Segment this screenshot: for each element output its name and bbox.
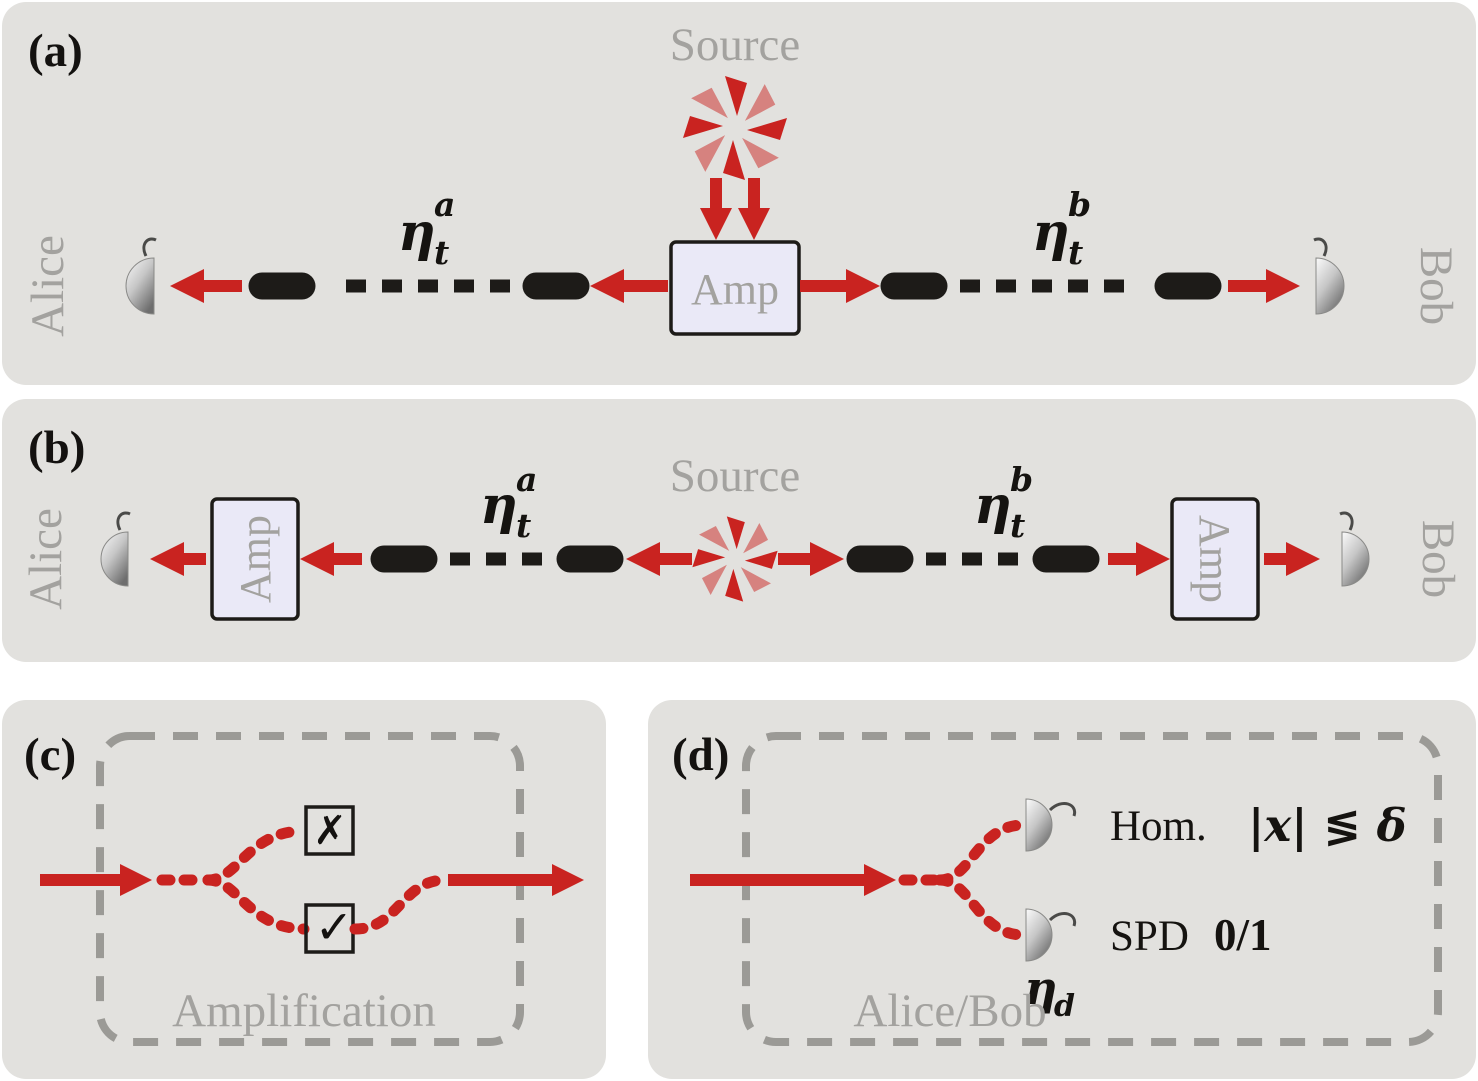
reject-outcome: ✗ xyxy=(304,805,355,856)
beam-arrow-into-amp-right xyxy=(1108,542,1170,576)
detector-icon-alice xyxy=(125,237,157,315)
pump-arrow-right xyxy=(738,178,770,240)
spd-label: SPD xyxy=(1110,913,1189,960)
beam-arrow-right-inner xyxy=(800,269,880,303)
alice-bob-caption: Alice/Bob xyxy=(853,985,1046,1037)
panel-a-label: (a) xyxy=(28,25,83,77)
amp-box-right: Amp xyxy=(1170,497,1260,621)
input-beam-arrow xyxy=(40,864,152,896)
spd-value: 0/1 xyxy=(1214,910,1272,960)
panel-d-figure: (d) Hom. |x| ≶ δ SPD 0/1 η d Alice/Bob xyxy=(672,729,1442,1046)
accepted-output-dotted xyxy=(349,874,450,935)
beam-arrow-right-inner xyxy=(778,542,844,576)
source-label: Source xyxy=(670,450,801,502)
detector-icon-homodyne xyxy=(1025,798,1077,852)
panel-b-label: (b) xyxy=(28,422,85,474)
amp-box: Amp xyxy=(669,240,801,336)
panel-b: (b) Source Amp Alice η t a xyxy=(2,399,1476,662)
source-starburst-icon xyxy=(692,516,778,602)
amplification-caption: Amplification xyxy=(172,985,436,1037)
panel-c-label: (c) xyxy=(24,729,76,781)
rejected-branch-dotted xyxy=(202,825,308,886)
eta-d-label: η d xyxy=(1024,961,1075,1024)
panel-c-figure: (c) ✗ ✓ Amplification xyxy=(24,729,584,1046)
output-beam-arrow xyxy=(448,864,584,896)
panel-c: (c) ✗ ✓ Amplification xyxy=(2,700,606,1079)
alice-label: Alice xyxy=(22,235,74,337)
eta-t-b-label: η t b xyxy=(974,460,1033,545)
bob-label: Bob xyxy=(1412,520,1464,598)
homodyne-label: Hom. xyxy=(1110,803,1207,850)
beam-arrow-left-inner xyxy=(626,542,692,576)
amp-label: Amp xyxy=(691,265,779,314)
alice-label: Alice xyxy=(20,508,72,610)
spd-branch-dotted xyxy=(934,874,1028,941)
input-beam-arrow xyxy=(690,864,896,896)
panel-a: (a) Source Amp Alice xyxy=(2,2,1476,385)
eta-t-a-label: η t a xyxy=(480,460,537,545)
detector-icon-bob xyxy=(1313,237,1345,315)
beam-arrow-right-outer xyxy=(1264,542,1320,576)
beam-arrow-left-inner xyxy=(590,269,668,303)
beam-arrow-into-amp-left xyxy=(300,542,362,576)
amp-box-left: Amp xyxy=(210,497,300,621)
panel-d-label: (d) xyxy=(672,729,729,781)
pump-arrow-left xyxy=(700,178,732,240)
source-label: Source xyxy=(670,19,801,71)
detector-icon-alice xyxy=(100,511,131,587)
bob-label: Bob xyxy=(1410,247,1462,325)
detector-icon-bob xyxy=(1339,511,1370,587)
eta-t-b-label: η t b xyxy=(1032,185,1091,272)
accept-mark: ✓ xyxy=(315,900,354,954)
reject-mark: ✗ xyxy=(313,808,347,854)
beam-arrow-left-outer xyxy=(170,269,242,303)
detector-icon-spd xyxy=(1025,908,1077,962)
accepted-branch-dotted xyxy=(202,874,310,935)
alice-bob-boundary xyxy=(742,732,1442,1046)
eta-t-a-label: η t a xyxy=(398,185,455,272)
amplification-boundary xyxy=(96,732,524,1046)
amp-left-label: Amp xyxy=(231,515,280,603)
panel-a-figure: (a) Source Amp Alice xyxy=(22,19,1462,337)
source-starburst-icon xyxy=(683,76,787,180)
beam-arrow-left-outer xyxy=(150,542,206,576)
accept-outcome: ✓ xyxy=(304,900,355,954)
amp-right-label: Amp xyxy=(1190,515,1239,603)
homodyne-condition: |x| ≶ δ xyxy=(1248,799,1407,852)
beam-arrow-right-outer xyxy=(1228,269,1300,303)
panel-d: (d) Hom. |x| ≶ δ SPD 0/1 η d Alice/Bob xyxy=(648,700,1476,1079)
homodyne-branch-dotted xyxy=(934,819,1028,886)
panel-b-figure: (b) Source Amp Alice η t a xyxy=(20,422,1464,621)
